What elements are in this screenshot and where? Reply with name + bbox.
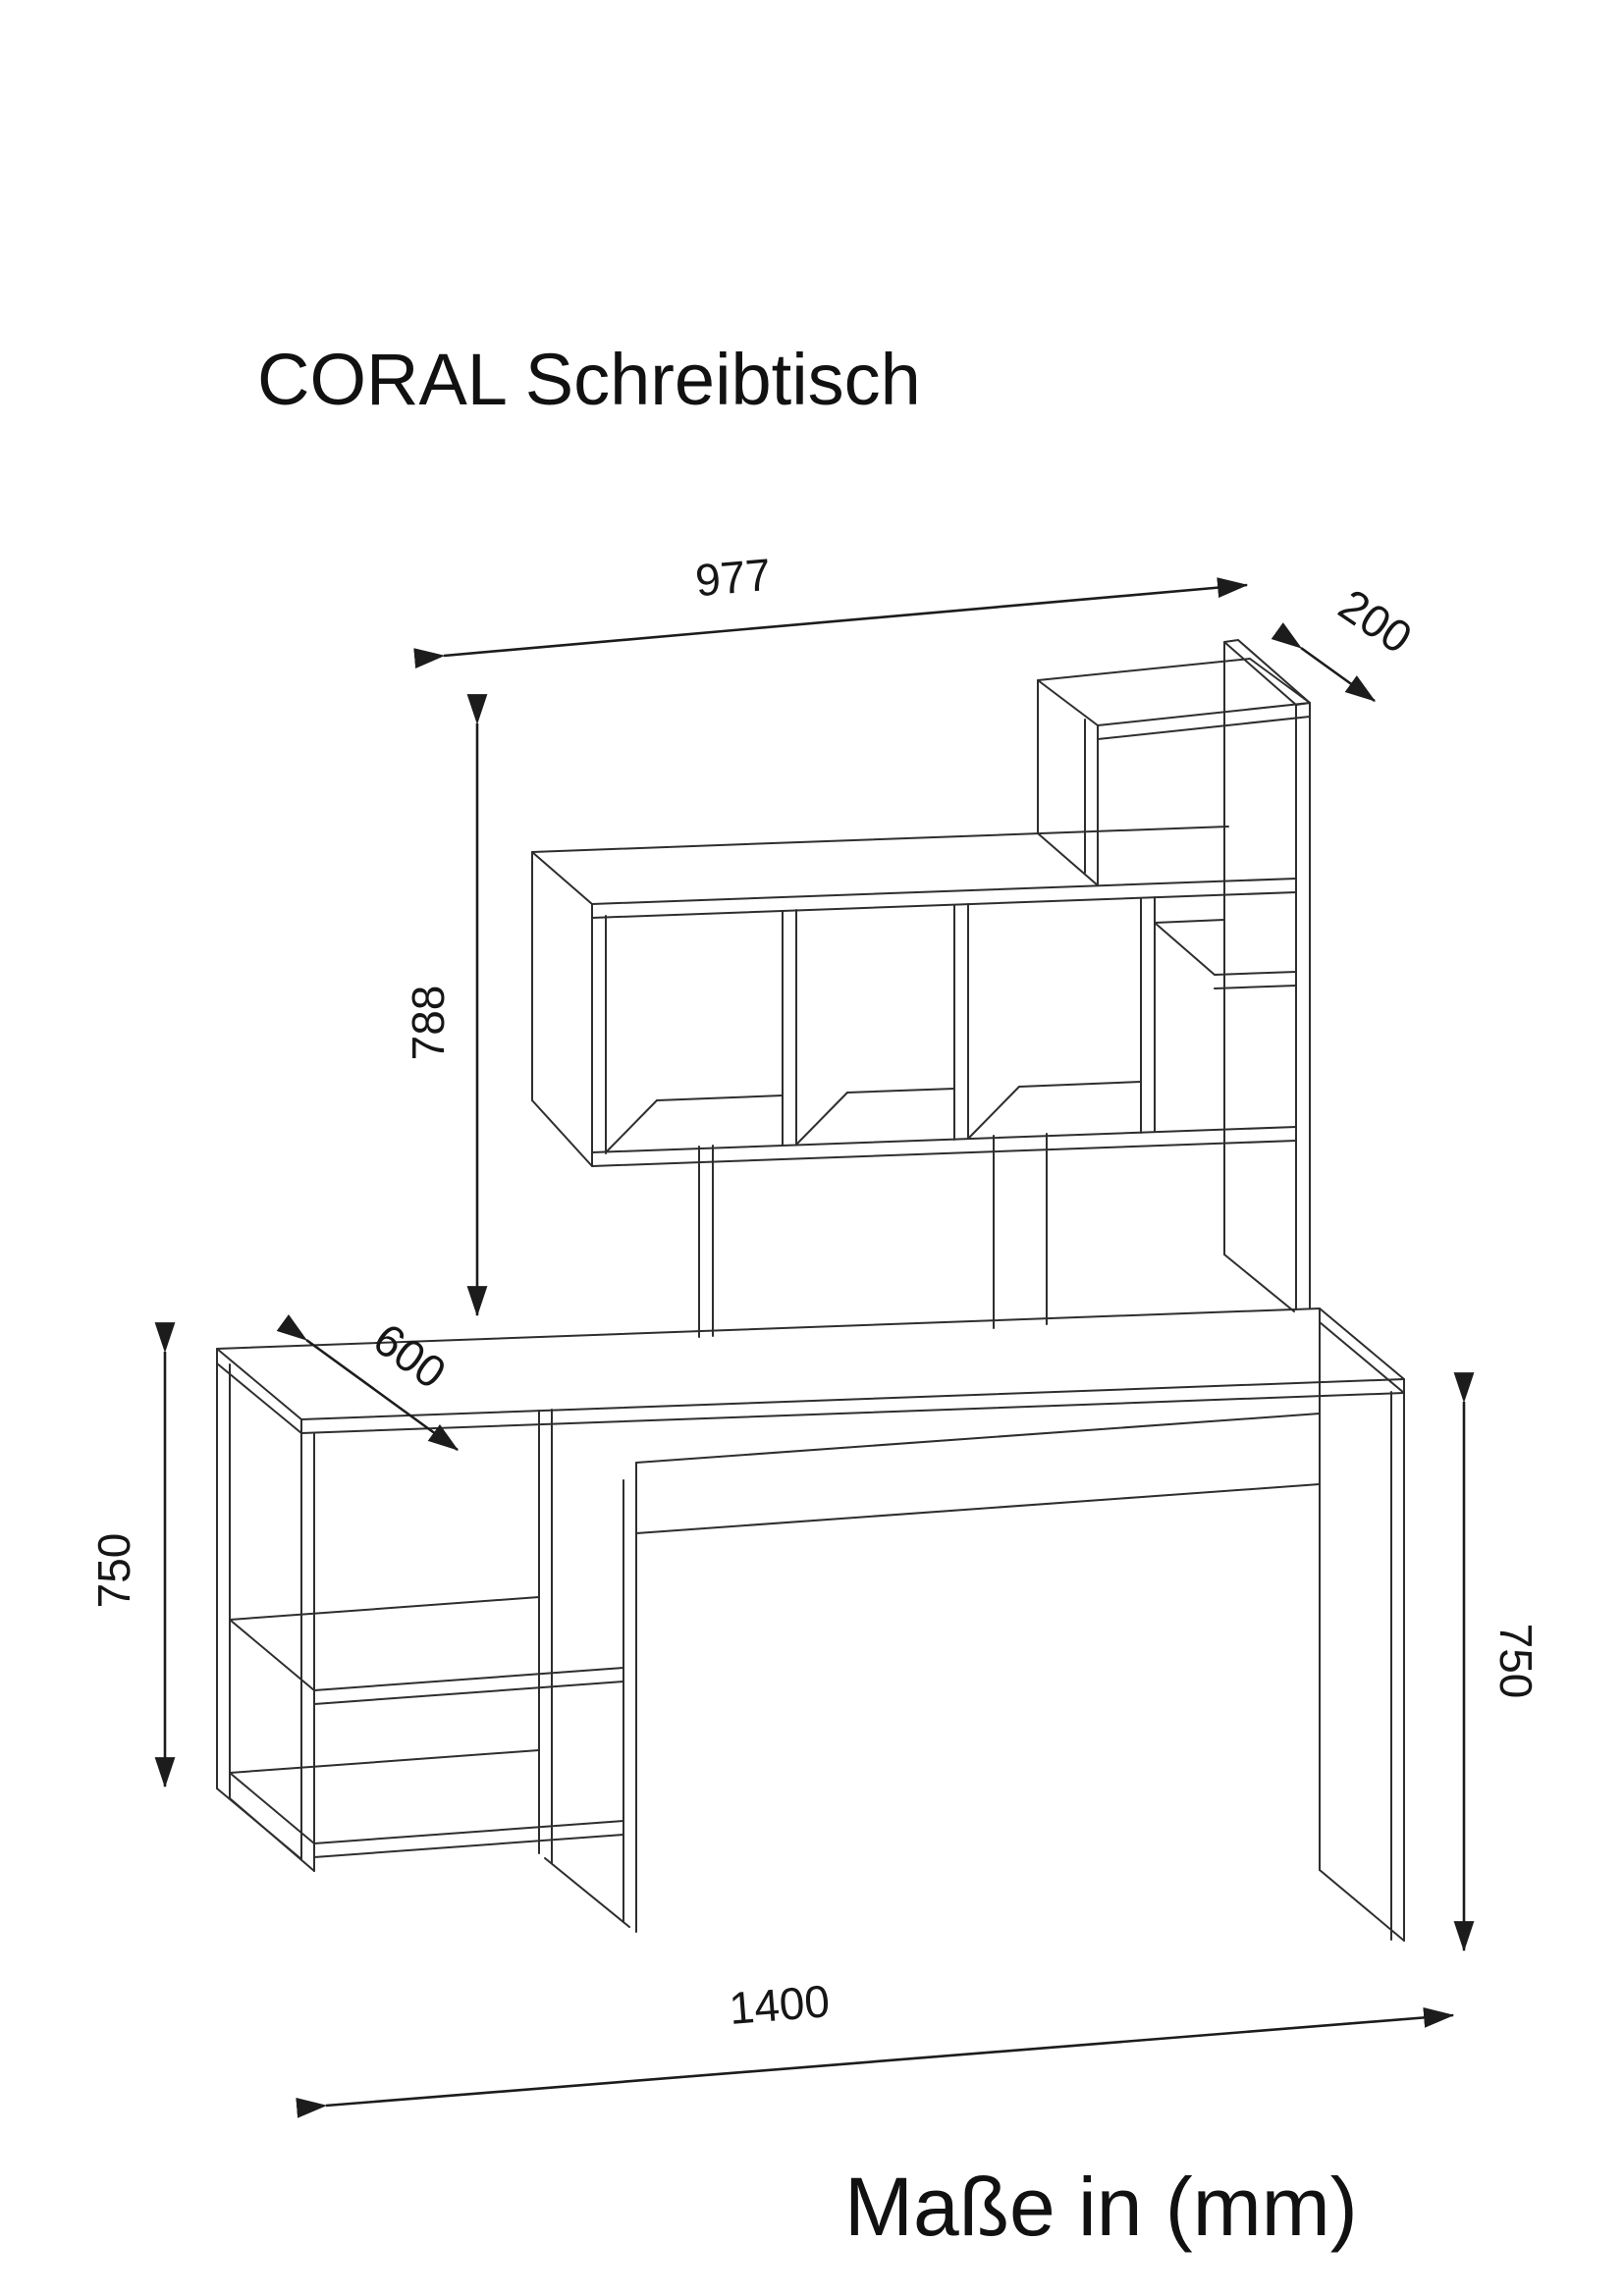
dimension-height-right: 750	[1453, 1372, 1542, 1952]
hutch-right-shelf	[1154, 919, 1297, 989]
pedestal-middle-shelf	[229, 1596, 624, 1705]
left-pedestal	[216, 1362, 637, 1933]
hutch-shelf-unit	[531, 826, 1297, 1167]
dim-label-750-right: 750	[1490, 1624, 1542, 1699]
dim-label-600: 600	[364, 1312, 456, 1398]
dimension-hutch-depth: 200	[1271, 579, 1422, 703]
dimension-annotations: 977 200 788 600 750 750	[88, 549, 1542, 2118]
hutch-supports	[698, 1133, 1048, 1338]
dimension-height-left: 750	[88, 1322, 176, 1789]
dim-label-788: 788	[403, 986, 454, 1061]
units-note: Maße in (mm)	[844, 2161, 1358, 2253]
dim-label-977: 977	[693, 549, 773, 606]
dimension-hutch-width: 977	[413, 549, 1249, 668]
modesty-panel	[635, 1413, 1321, 1534]
dim-label-750-left: 750	[88, 1533, 139, 1609]
pedestal-bottom-shelf	[229, 1749, 624, 1858]
right-side-panel	[1319, 1321, 1405, 1942]
hutch-top-box	[1037, 658, 1311, 886]
dimension-desk-width: 1400	[296, 1975, 1455, 2118]
page-title: CORAL Schreibtisch	[257, 339, 921, 420]
desk-drawing	[216, 1308, 1405, 1942]
dim-label-200: 200	[1330, 579, 1422, 664]
dimension-hutch-height: 788	[403, 694, 488, 1317]
hutch-right-panel	[1223, 639, 1311, 1312]
dim-label-1400: 1400	[728, 1975, 832, 2034]
hutch-drawing	[531, 639, 1311, 1338]
